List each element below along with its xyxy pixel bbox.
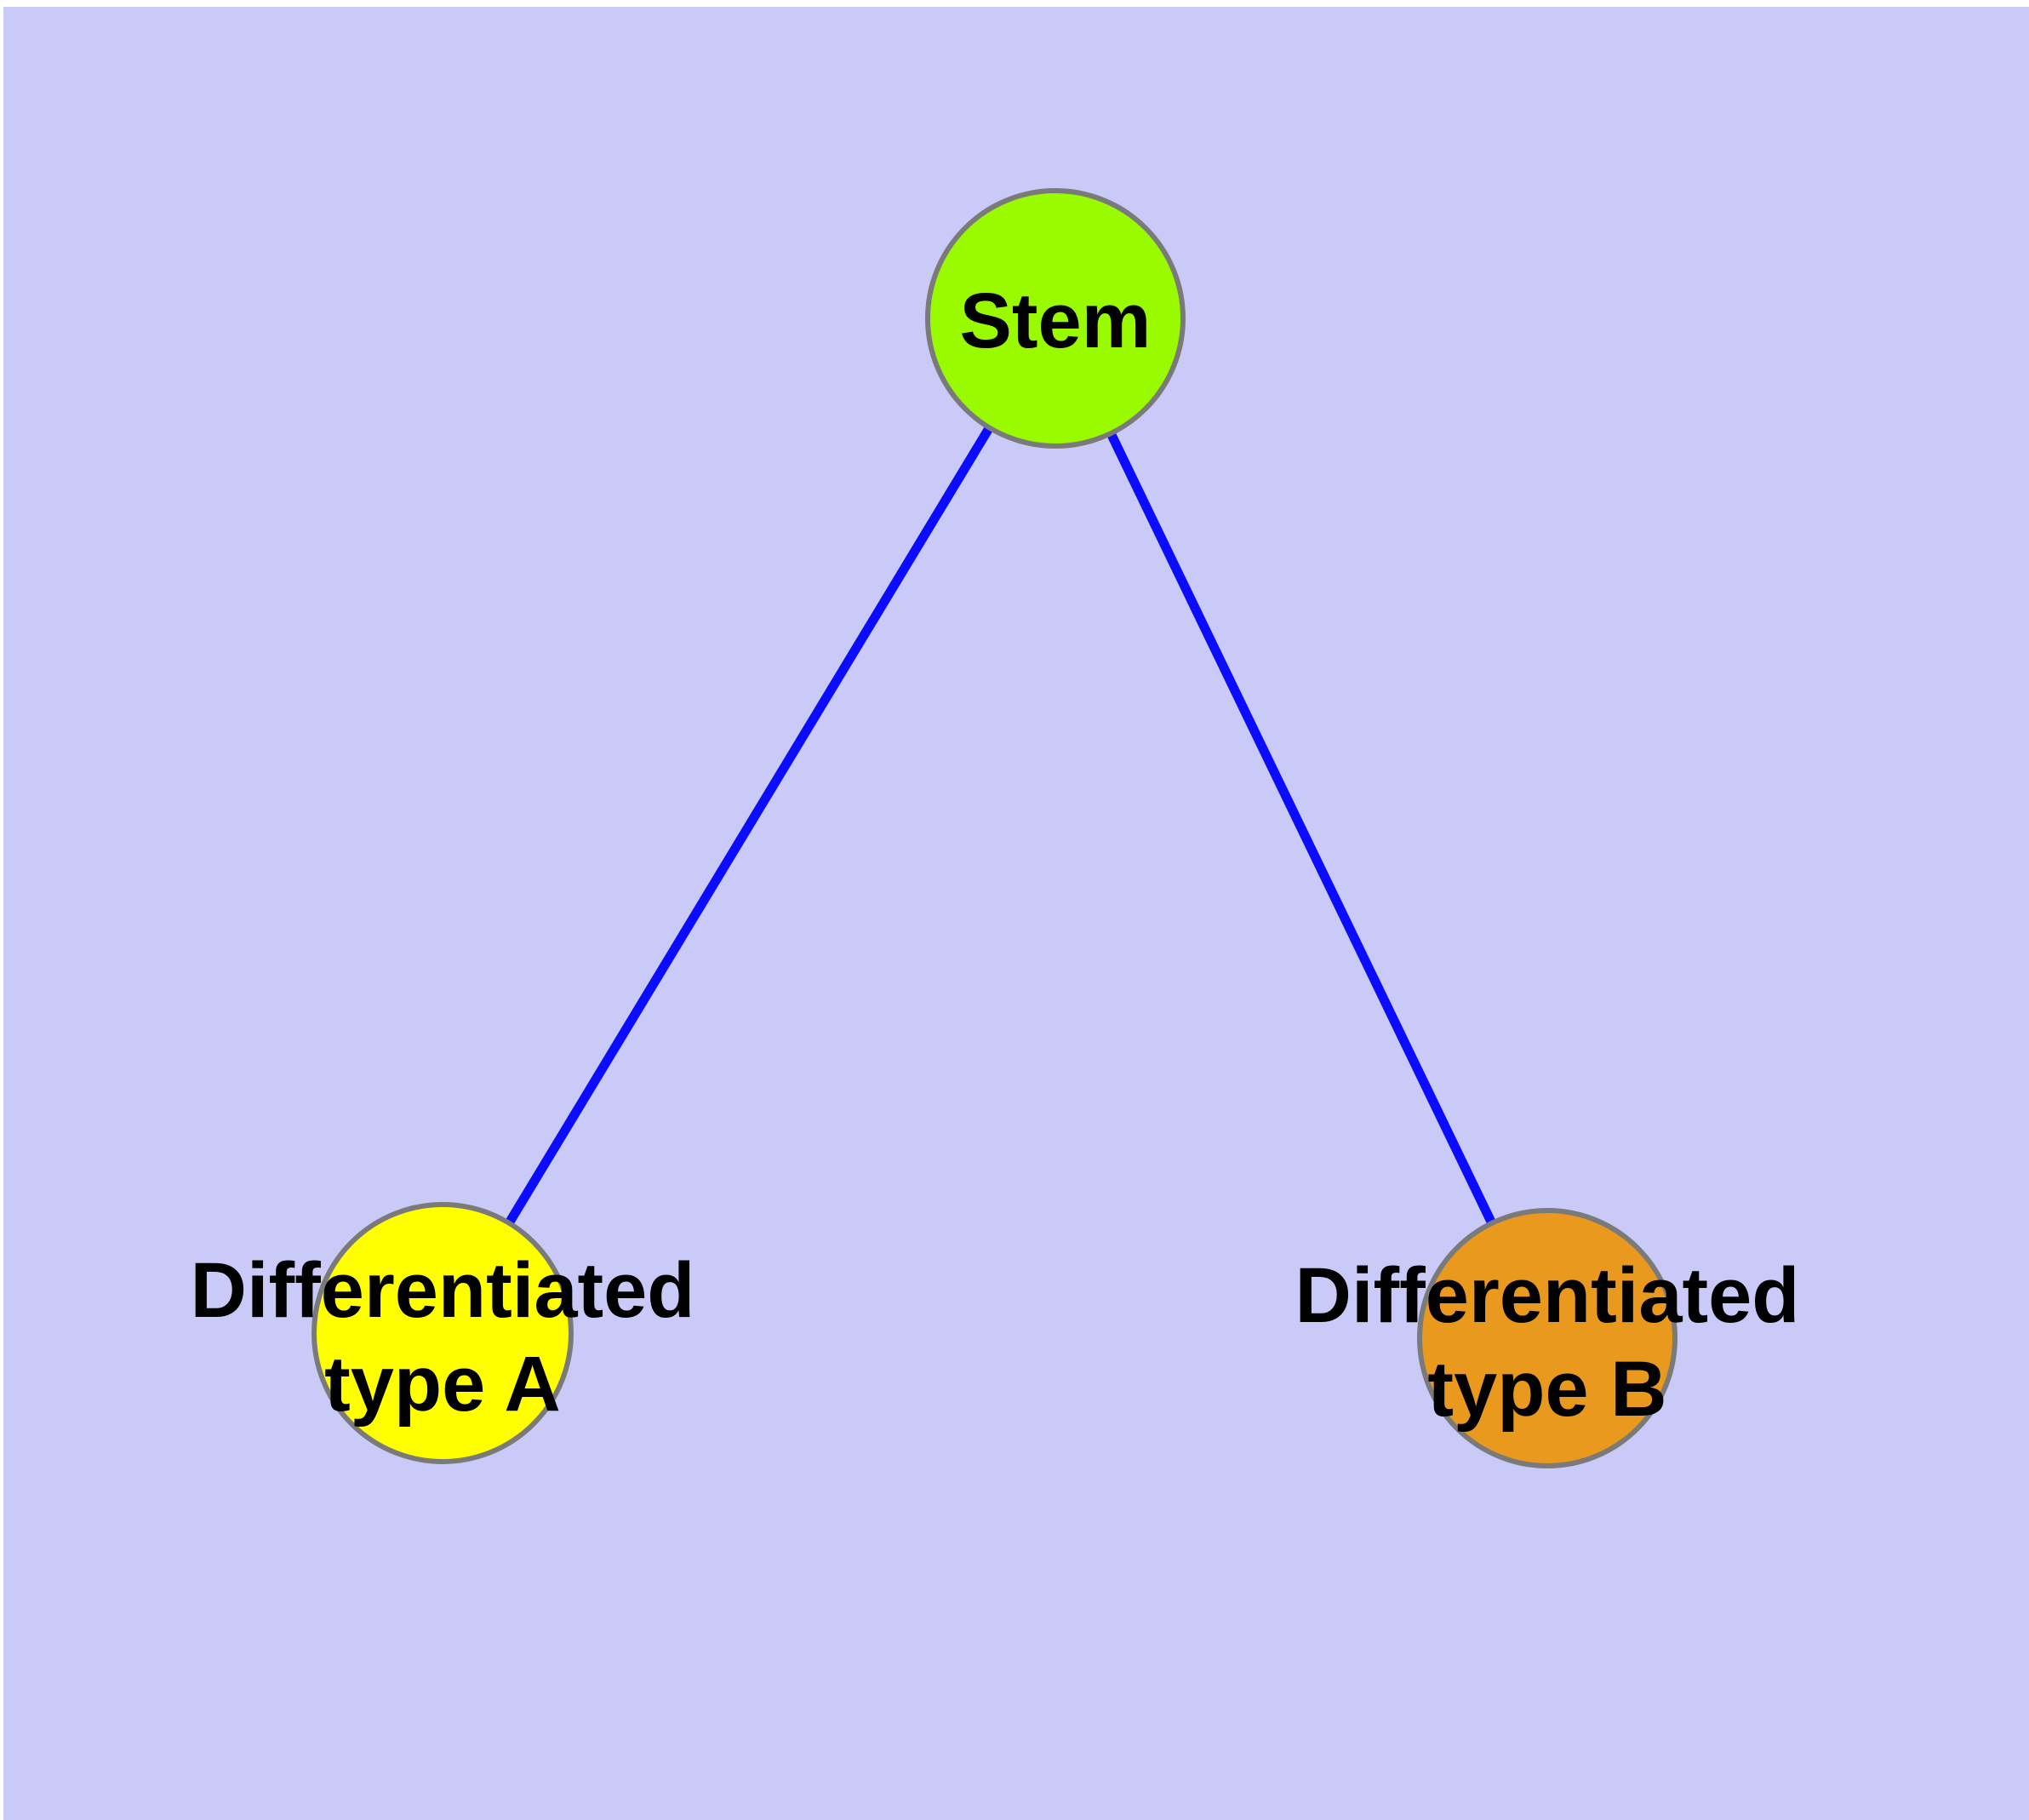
stem-node-label: Stem [960, 278, 1152, 364]
edge-stem-to-type-a [438, 316, 1060, 1336]
edges [438, 316, 1552, 1341]
node-differentiated-type-b: Differentiated type B [1295, 1208, 1800, 1468]
type-a-node-label-line1: Differentiated [191, 1247, 695, 1334]
nodes: Stem Differentiated type A Differentiate… [191, 188, 1800, 1468]
type-a-node-label-line2: type A [324, 1341, 561, 1428]
node-stem: Stem [925, 188, 1186, 449]
edge-stem-to-type-b [1051, 316, 1552, 1341]
type-b-node-label-line2: type B [1427, 1346, 1666, 1433]
stem-node-circle [925, 188, 1186, 449]
type-b-node-label-line1: Differentiated [1295, 1252, 1800, 1339]
node-differentiated-type-a: Differentiated type A [191, 1202, 695, 1464]
type-a-node-circle [311, 1202, 574, 1464]
type-b-node-circle [1417, 1208, 1677, 1468]
